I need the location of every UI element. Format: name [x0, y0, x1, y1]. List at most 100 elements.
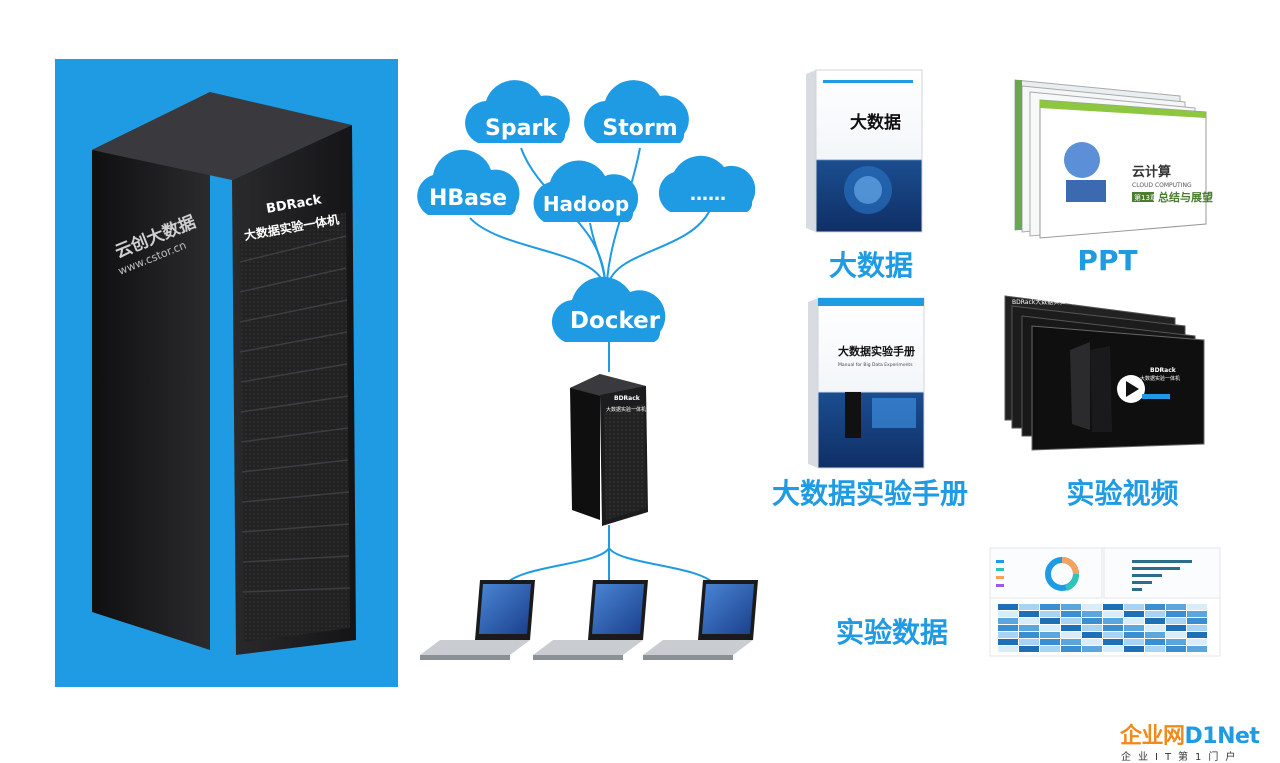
caption-experiment-manual: 大数据实验手册	[771, 477, 968, 510]
heatmap-cell	[1040, 625, 1060, 631]
heatmap-cell	[1187, 632, 1207, 638]
dashboard-heatmap	[998, 604, 1207, 652]
caption-experiment-video: 实验视频	[1066, 477, 1179, 510]
cloud-spark	[465, 80, 570, 143]
heatmap-cell	[1082, 611, 1102, 617]
heatmap-cell	[1145, 646, 1165, 652]
heatmap-cell	[1124, 618, 1144, 624]
heatmap-cell	[1124, 632, 1144, 638]
small-server-model-cn: 大数据实验一体机	[606, 406, 646, 413]
heatmap-cell	[1124, 646, 1144, 652]
book2-cover-en: Manual for Big Data Experiments	[838, 362, 913, 368]
heatmap-cell	[1082, 604, 1102, 610]
heatmap-cell	[1061, 632, 1081, 638]
cloud-more	[658, 155, 756, 212]
heatmap-cell	[1082, 639, 1102, 645]
heatmap-cell	[1061, 639, 1081, 645]
heatmap-cell	[998, 604, 1018, 610]
ppt-slide-title: 云计算	[1132, 164, 1171, 180]
video-screens: BDRack大数据实验一体机 BDRack 大数据实验一体机	[1004, 295, 1205, 451]
cloud-hbase-label: HBase	[429, 186, 507, 211]
heatmap-cell	[1019, 625, 1039, 631]
heatmap-cell	[1040, 611, 1060, 617]
experiment-data-dashboard	[989, 547, 1221, 657]
bdrack-server: BDRack 大数据实验一体机 云创大数据 www.cstor.cn	[92, 92, 356, 655]
cloud-storm	[584, 80, 689, 143]
heatmap-cell	[1061, 611, 1081, 617]
heatmap-cell	[1166, 618, 1186, 624]
heatmap-cell	[1103, 639, 1123, 645]
heatmap-cell	[1103, 646, 1123, 652]
heatmap-cell	[1145, 618, 1165, 624]
cloud-hadoop-label: Hadoop	[543, 192, 629, 216]
heatmap-cell	[1019, 618, 1039, 624]
rack-side-panel	[92, 92, 210, 650]
heatmap-cell	[1124, 604, 1144, 610]
heatmap-cell	[1103, 618, 1123, 624]
heatmap-cell	[998, 646, 1018, 652]
heatmap-cell	[1166, 646, 1186, 652]
heatmap-cell	[1124, 625, 1144, 631]
heatmap-cell	[1019, 632, 1039, 638]
heatmap-cell	[1166, 604, 1186, 610]
ppt-slide-heading: 总结与展望	[1158, 190, 1213, 204]
cloud-docker	[551, 276, 666, 342]
heatmap-cell	[1145, 611, 1165, 617]
rack-top	[92, 92, 352, 180]
video-screen-model: BDRack	[1150, 367, 1177, 374]
heatmap-cell	[1061, 625, 1081, 631]
heatmap-cell	[1103, 611, 1123, 617]
heatmap-cell	[1187, 639, 1207, 645]
small-server-model: BDRack	[614, 395, 641, 402]
caption-big-data-book: 大数据	[828, 249, 913, 282]
heatmap-cell	[1061, 618, 1081, 624]
heatmap-cell	[1145, 632, 1165, 638]
cloud-hbase	[417, 149, 520, 215]
heatmap-cell	[1187, 611, 1207, 617]
heatmap-cell	[1082, 632, 1102, 638]
heatmap-cell	[1082, 646, 1102, 652]
caption-experiment-data: 实验数据	[835, 616, 948, 649]
book2-cover-title: 大数据实验手册	[838, 344, 915, 358]
cloud-spark-label: Spark	[485, 116, 558, 141]
heatmap-cell	[1040, 632, 1060, 638]
d1net-logo-en: D1Net	[1184, 724, 1260, 749]
video-window-title: BDRack大数据实验一体机	[1012, 298, 1083, 306]
ppt-slide-subtitle: CLOUD COMPUTING	[1132, 182, 1192, 189]
heatmap-cell	[1019, 604, 1039, 610]
heatmap-cell	[1187, 625, 1207, 631]
heatmap-cell	[1040, 618, 1060, 624]
d1net-tagline: 企业IT第1门户	[1121, 752, 1243, 763]
book1-cover-title: 大数据	[850, 112, 901, 133]
heatmap-cell	[1124, 611, 1144, 617]
heatmap-cell	[1166, 625, 1186, 631]
heatmap-cell	[1040, 604, 1060, 610]
heatmap-cell	[1082, 625, 1102, 631]
heatmap-cell	[998, 611, 1018, 617]
heatmap-cell	[1019, 646, 1039, 652]
small-bdrack-server: BDRack 大数据实验一体机	[570, 374, 648, 526]
cloud-more-label: ……	[690, 184, 726, 205]
heatmap-cell	[1019, 611, 1039, 617]
d1net-logo: 企业网D1Net	[1120, 718, 1280, 749]
heatmap-cell	[1040, 646, 1060, 652]
heatmap-cell	[1187, 604, 1207, 610]
heatmap-cell	[998, 625, 1018, 631]
heatmap-cell	[1145, 639, 1165, 645]
heatmap-cell	[998, 632, 1018, 638]
heatmap-cell	[1103, 632, 1123, 638]
heatmap-cell	[998, 639, 1018, 645]
heatmap-cell	[1082, 618, 1102, 624]
heatmap-cell	[1103, 604, 1123, 610]
heatmap-cell	[998, 618, 1018, 624]
heatmap-cell	[1187, 618, 1207, 624]
heatmap-cell	[1040, 639, 1060, 645]
heatmap-cell	[1019, 639, 1039, 645]
caption-ppt: PPT	[1077, 244, 1138, 277]
ppt-slide-chapter: 第13章	[1134, 193, 1157, 202]
heatmap-cell	[1124, 639, 1144, 645]
heatmap-cell	[1145, 604, 1165, 610]
heatmap-cell	[1166, 639, 1186, 645]
laptop-1	[420, 580, 535, 660]
